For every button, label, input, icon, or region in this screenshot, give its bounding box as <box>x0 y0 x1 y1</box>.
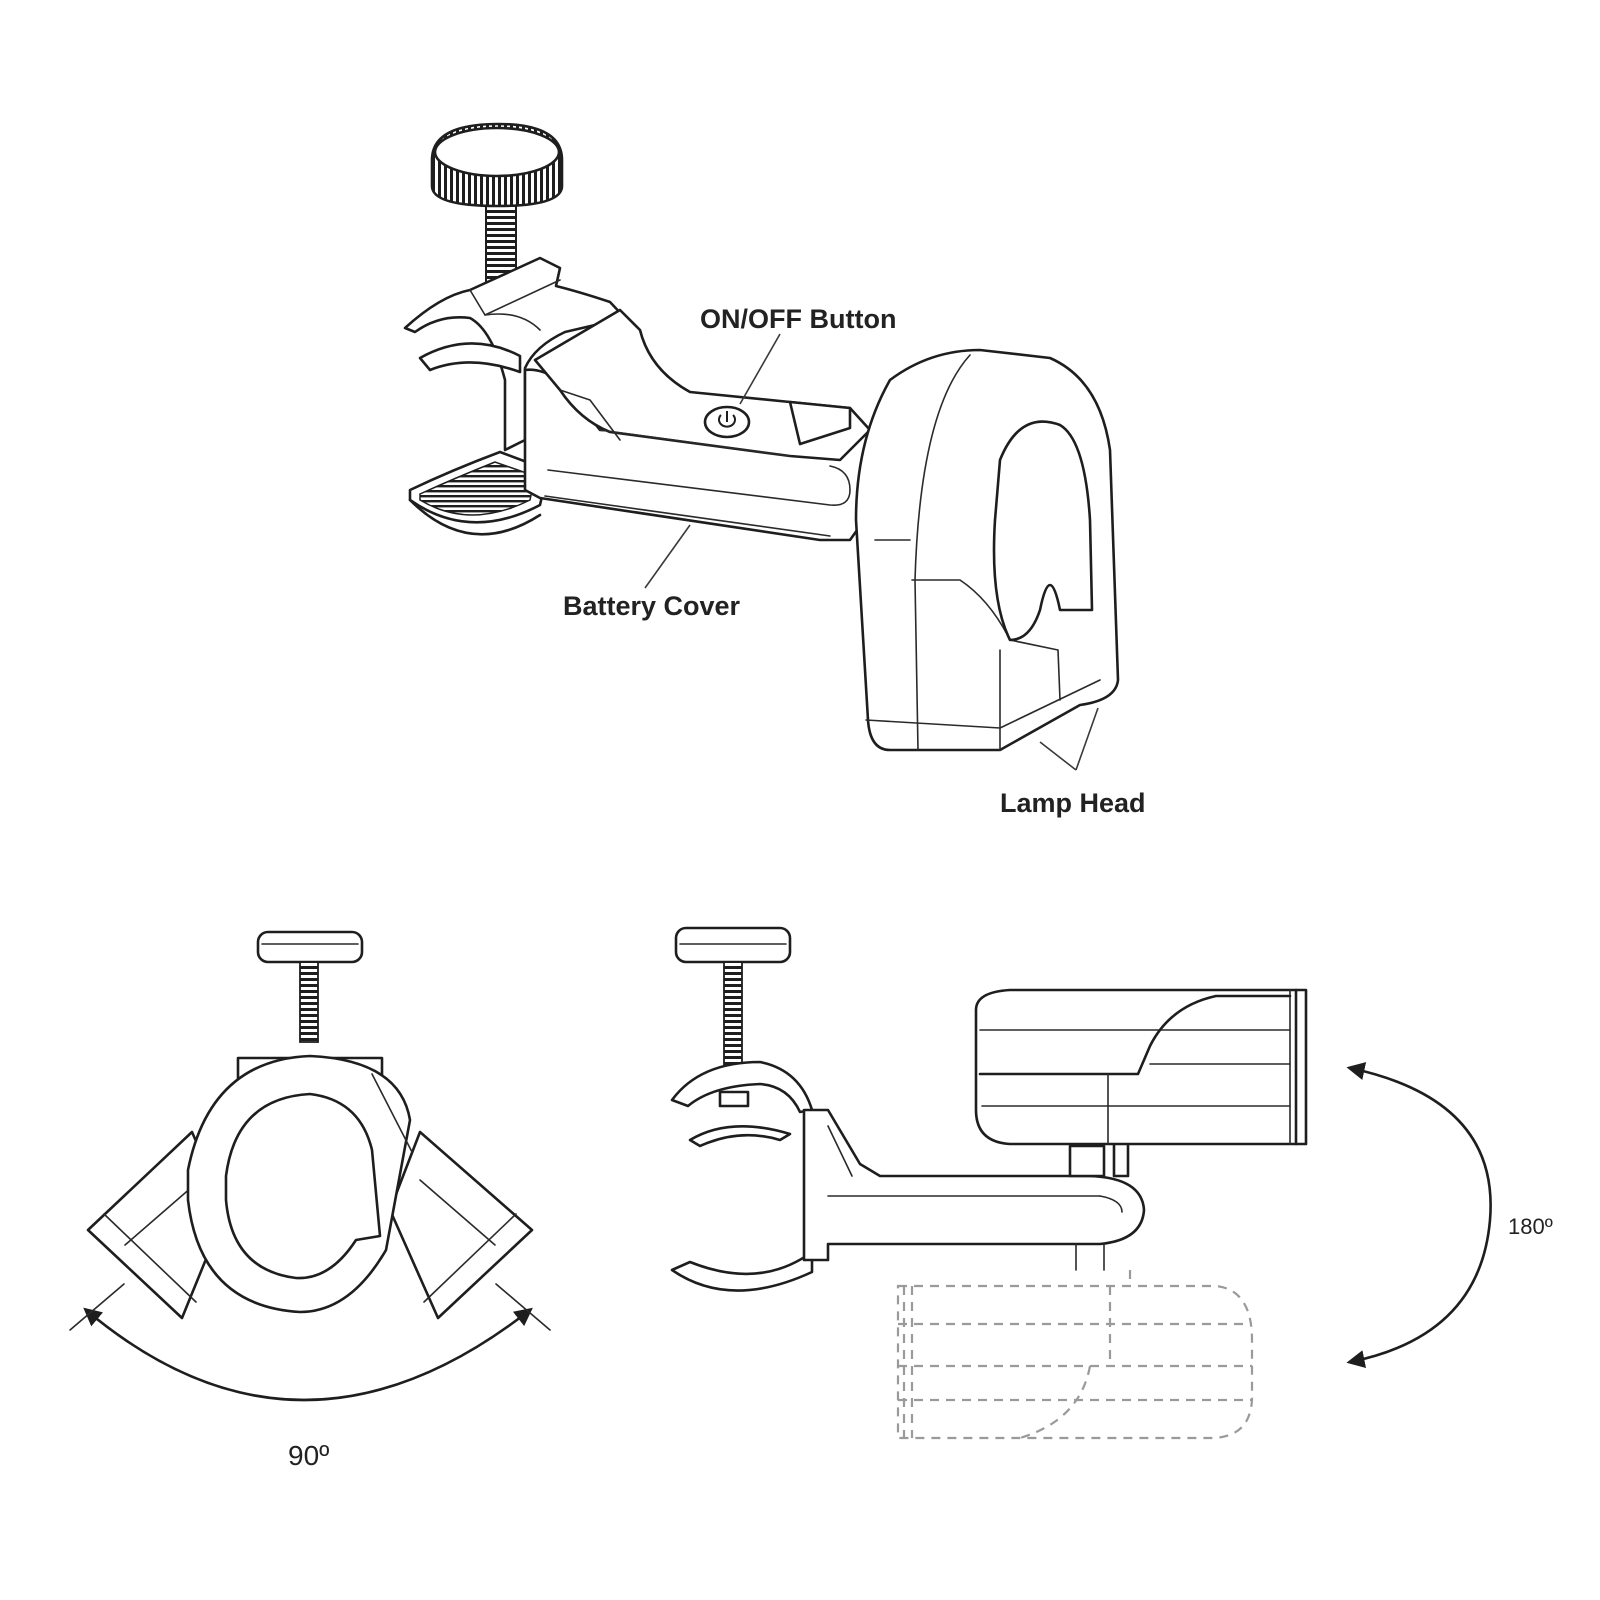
thumb-screw <box>430 122 564 285</box>
thumb-screw-knob-side <box>674 926 792 964</box>
label-on-off-button: ON/OFF Button <box>700 304 896 334</box>
label-lamp-head: Lamp Head <box>1000 788 1146 818</box>
label-180-degrees: 180º <box>1508 1214 1553 1239</box>
lower-clamp-jaw <box>408 450 550 536</box>
leader-lamp-head-2 <box>1075 707 1099 771</box>
rotation-arc-90 <box>83 1307 533 1402</box>
thumb-screw-knob <box>256 930 364 964</box>
label-battery-cover: Battery Cover <box>563 591 741 621</box>
leader-lamp-head-1 <box>1039 741 1077 771</box>
rotation-arc-180 <box>1346 1062 1492 1369</box>
ghost-lamp-head <box>896 1270 1254 1440</box>
rotation-90-view: 90º <box>69 930 551 1471</box>
power-button[interactable] <box>703 405 751 439</box>
arm-body <box>523 308 902 542</box>
rotation-180-view: 180º <box>670 926 1553 1440</box>
upper-clamp-jaw <box>403 256 627 452</box>
leader-battery-cover <box>644 524 691 589</box>
power-icon <box>718 411 736 428</box>
label-90-degrees: 90º <box>288 1440 329 1471</box>
perspective-view: ON/OFF Button Battery Cover Lamp Head <box>403 122 1146 818</box>
lamp-head <box>854 348 1120 752</box>
leader-on-off <box>739 333 781 405</box>
